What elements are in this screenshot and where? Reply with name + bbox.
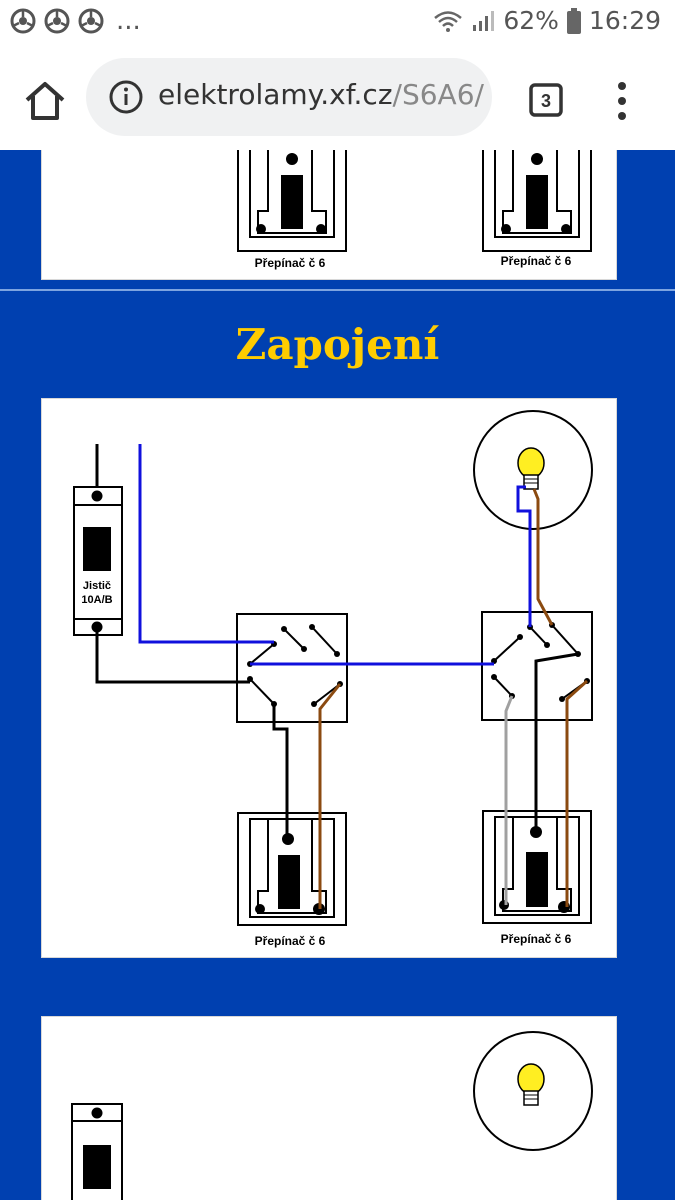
wire-brown-left xyxy=(318,683,342,909)
status-bar: ... 62% 16:29 xyxy=(0,0,675,44)
overflow-dots: ... xyxy=(116,6,141,36)
switch-left-top xyxy=(237,150,347,252)
switch-diagram-top: Přepínač č 6 Přepínač č 6 xyxy=(237,150,592,270)
wiring-diagram-card: Jistič 10A/B xyxy=(41,398,617,958)
breaker-label-2: 10A/B xyxy=(81,594,112,606)
notification-area: ... xyxy=(10,8,141,34)
more-menu-icon[interactable] xyxy=(612,78,632,124)
url-bar[interactable]: elektrolamy.xf.cz/S6A6/ xyxy=(86,58,492,136)
switch-label-top-left: Přepínač č 6 xyxy=(255,256,326,270)
clock: 16:29 xyxy=(588,6,661,35)
url-text[interactable]: elektrolamy.xf.cz/S6A6/ xyxy=(158,78,488,111)
section-title: Zapojení xyxy=(235,320,440,369)
wire-brown-right xyxy=(565,679,589,907)
switch-label-top-right: Přepínač č 6 xyxy=(501,254,572,268)
circuit-breaker-next xyxy=(71,1103,123,1200)
signal-icon xyxy=(473,10,495,31)
tab-switcher-button[interactable]: 3 xyxy=(528,82,564,118)
url-domain: elektrolamy.xf.cz xyxy=(158,78,393,111)
tab-count: 3 xyxy=(541,91,551,111)
chrome-icon xyxy=(10,8,36,34)
wire-blue-feed xyxy=(138,444,274,644)
wire-blue-bulb xyxy=(516,485,532,627)
wire-brown-bulb xyxy=(532,488,554,626)
wire-black-left xyxy=(272,704,289,839)
wiring-diagram-next xyxy=(71,1031,593,1200)
switch-right-top xyxy=(482,150,592,252)
wire-gray-right xyxy=(504,695,514,905)
switch-label-right: Přepínač č 6 xyxy=(501,932,572,946)
switch-box-left xyxy=(236,613,348,723)
wifi-icon xyxy=(434,10,463,32)
page-content: Přepínač č 6 Přepínač č 6 Zapojení xyxy=(0,150,675,1200)
home-icon[interactable] xyxy=(22,78,68,124)
info-icon[interactable] xyxy=(108,79,144,115)
diagram-card-top: Přepínač č 6 Přepínač č 6 xyxy=(41,150,617,280)
url-path: /S6A6/ xyxy=(392,78,484,111)
system-status: 62% 16:29 xyxy=(433,6,661,35)
battery-percent: 62% xyxy=(503,6,559,35)
wire-black-breaker xyxy=(95,627,250,684)
wire-black-right xyxy=(534,652,579,832)
browser-toolbar: elektrolamy.xf.cz/S6A6/ 3 xyxy=(0,44,675,150)
chrome-icon xyxy=(44,8,70,34)
wiring-diagram: Jistič 10A/B xyxy=(73,410,593,948)
chrome-icon xyxy=(78,8,104,34)
switch-label-left: Přepínač č 6 xyxy=(255,934,326,948)
battery-icon xyxy=(566,7,581,34)
switch-bottom-left xyxy=(237,812,347,926)
bulb-icon-next xyxy=(473,1031,593,1151)
circuit-breaker: Jistič 10A/B xyxy=(73,444,123,636)
section-divider xyxy=(0,289,675,291)
diagram-card-bottom xyxy=(41,1016,617,1200)
bulb-icon xyxy=(473,410,593,530)
breaker-label-1: Jistič xyxy=(83,580,111,592)
